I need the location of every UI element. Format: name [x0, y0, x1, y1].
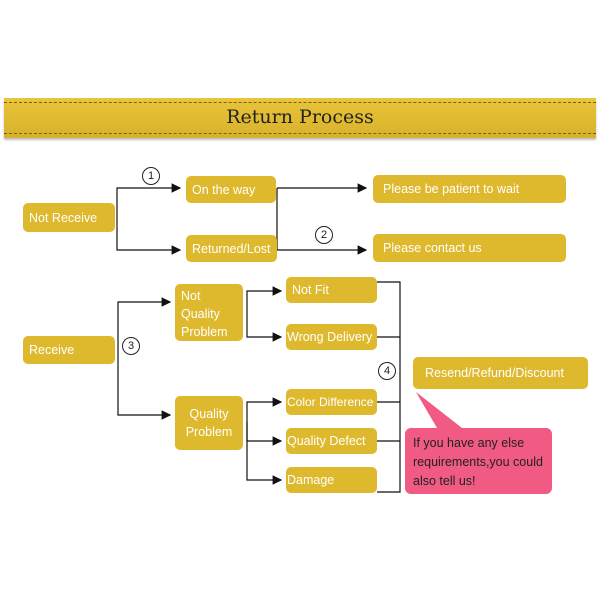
not-quality-problem-box: Not Quality Problem [175, 284, 243, 341]
step-number-2: 2 [315, 226, 333, 244]
resend-refund-box: Resend/Refund/Discount [413, 357, 588, 389]
be-patient-box: Please be patient to wait [373, 175, 566, 203]
note-tail [416, 392, 462, 428]
connector-not-quality-to-not-fit [246, 286, 283, 310]
step-number-3: 3 [122, 337, 140, 355]
quality-problem-box: Quality Problem [175, 396, 243, 450]
connector-not-receive-to-on-the-way [116, 183, 182, 218]
page-title: Return Process [226, 106, 374, 128]
title-banner: Return Process [4, 98, 596, 138]
not-receive-box: Not Receive [23, 203, 115, 232]
not-fit-box: Not Fit [286, 277, 377, 303]
connector-receive-to-quality [117, 350, 172, 420]
step-number-4: 4 [378, 362, 396, 380]
connector-quality-to-defect [246, 422, 283, 446]
quality-defect-box: Quality Defect [286, 428, 377, 454]
connector-quality-to-color [246, 397, 283, 422]
connector-bracket [377, 281, 401, 493]
note-bubble: If you have any else requirements,you co… [405, 428, 552, 494]
connector-receive-to-not-quality [117, 297, 172, 350]
receive-box: Receive [23, 336, 115, 364]
contact-us-box: Please contact us [373, 234, 566, 262]
step-number-1: 1 [142, 167, 160, 185]
connector-not-receive-to-returned [116, 218, 182, 255]
on-the-way-box: On the way [186, 176, 276, 203]
wrong-delivery-box: Wrong Delivery [286, 324, 377, 350]
connector-quality-to-damage [246, 422, 283, 485]
damage-box: Damage [286, 467, 377, 493]
connector-not-quality-to-wrong [246, 310, 283, 342]
returned-lost-box: Returned/Lost [186, 235, 277, 262]
color-difference-box: Color Difference [286, 389, 377, 415]
